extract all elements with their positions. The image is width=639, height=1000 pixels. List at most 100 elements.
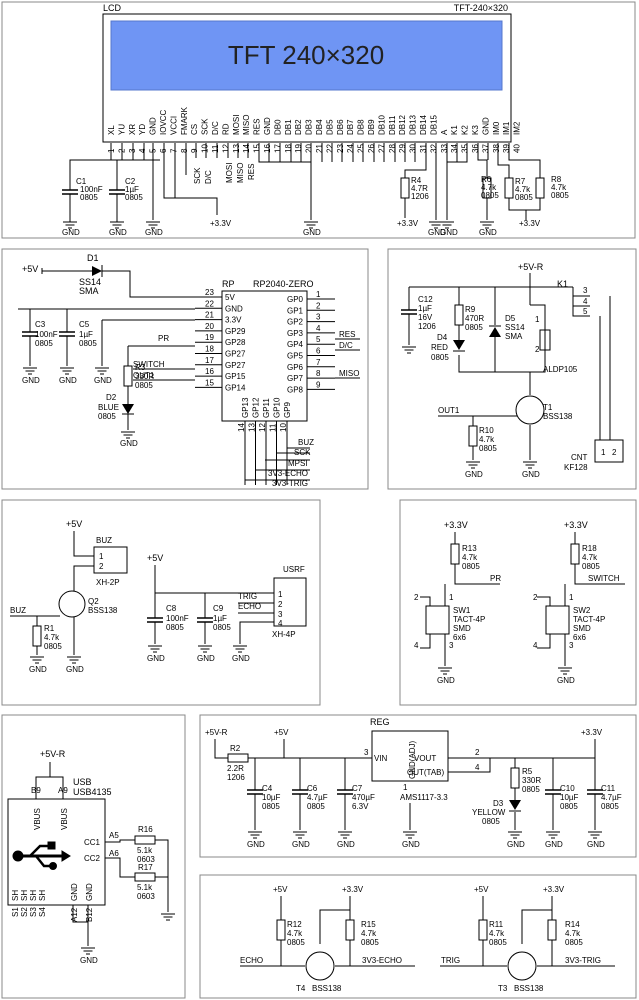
label: VOUT xyxy=(414,754,436,763)
lcd-pin-number: 12 xyxy=(221,144,230,153)
label: SMD xyxy=(453,624,471,633)
label: BUZ xyxy=(298,438,314,447)
lcd-pin-label: DB9 xyxy=(367,119,376,135)
mcu-right-pin-number: 5 xyxy=(316,335,321,344)
lcd-pin-label: IOVCC xyxy=(159,109,168,135)
switches-panel: +3.3V +3.3V R13 4.7k 0805 R18 4.7k 0805 … xyxy=(414,520,625,685)
label: 4.7µF xyxy=(601,793,622,802)
mcu-bottom-pin-number: 14 xyxy=(237,423,246,432)
label: 5.1k xyxy=(137,883,153,892)
lcd-pin-number: 34 xyxy=(450,144,459,153)
label: RED xyxy=(431,343,448,352)
label: GND xyxy=(66,665,84,674)
label: +5V-R xyxy=(40,749,66,759)
rp2040-body xyxy=(221,290,308,422)
label: 2 xyxy=(475,748,480,757)
regulator-panel: REG +5V-R +5V +3.3V R2 2. xyxy=(205,717,622,849)
label: 0805 xyxy=(135,381,153,390)
lcd-pins: XL1YU2XR3YD4GND5IOVCC6VCCI7FMARK8CS9SCK1… xyxy=(107,106,522,153)
label: 4.7k xyxy=(515,185,531,194)
label: 4.7k xyxy=(551,183,567,192)
lcd-33v-im: +3.3V xyxy=(519,219,541,228)
label: C11 xyxy=(601,784,616,793)
label: GND xyxy=(120,439,138,448)
label: 100nF xyxy=(166,614,189,623)
label: PR xyxy=(158,334,169,343)
label: +5V xyxy=(474,885,489,894)
mcu-left-pin-label: GP29 xyxy=(225,327,246,336)
lcd-pin-label: K1 xyxy=(450,125,459,135)
label: SCK xyxy=(294,448,311,457)
label: SH xyxy=(29,890,38,901)
lcd-pin-label: RES xyxy=(253,119,262,135)
lcd-pin-label: K3 xyxy=(471,125,480,135)
label: C10 xyxy=(560,784,575,793)
mcu-left-pin-label: GND xyxy=(225,304,243,313)
label: R14 xyxy=(565,920,580,929)
lcd-pin-number: 27 xyxy=(377,144,386,153)
lcd-screen-text: TFT 240×320 xyxy=(228,40,384,70)
label: SWITCH xyxy=(133,360,165,369)
label: CC2 xyxy=(84,854,101,863)
label: GND xyxy=(85,883,94,901)
label: GND xyxy=(94,376,112,385)
label: T1 xyxy=(543,403,553,412)
mcu-right-pin-label: GP7 xyxy=(287,374,304,383)
label: BLUE xyxy=(98,403,119,412)
label: 2 xyxy=(278,600,283,609)
label: SH xyxy=(11,890,20,901)
label: XH-4P xyxy=(272,630,296,639)
label: 0805 xyxy=(35,339,53,348)
label: T3 xyxy=(498,984,508,993)
label: 1 xyxy=(99,552,104,561)
mcu-left-pin-number: 21 xyxy=(205,311,214,320)
label: D2 xyxy=(106,393,117,402)
lcd-pin-number: 28 xyxy=(388,144,397,153)
label: T4 xyxy=(296,984,306,993)
lcd-pin-number: 29 xyxy=(398,144,407,153)
label: SMA xyxy=(505,332,523,341)
label: R15 xyxy=(361,920,376,929)
label: 4.7k xyxy=(481,183,497,192)
mcu-right-pin-label: GP4 xyxy=(287,340,304,349)
lcd-33v-vcc: +3.3V xyxy=(210,219,232,228)
net-res: RES xyxy=(247,164,256,180)
label: OUT1 xyxy=(133,371,155,380)
label: 470R xyxy=(465,314,484,323)
lcd-pin-number: 11 xyxy=(211,144,220,153)
label: TRIG xyxy=(238,592,257,601)
lcd-pin-label: XR xyxy=(128,124,137,135)
label: BSS138 xyxy=(514,984,544,993)
lcd-pin-label: VCCI xyxy=(169,116,178,135)
label: 0603 xyxy=(137,892,155,901)
r4-ref: R4 xyxy=(411,176,422,185)
label: GND xyxy=(29,665,47,674)
label: A12 xyxy=(70,907,79,922)
label: GND xyxy=(247,840,265,849)
label: K1 xyxy=(557,279,568,289)
lcd-pin-label: CS xyxy=(190,124,199,135)
mcu-right-pin-label: GP0 xyxy=(287,295,304,304)
shifters-panel: +5V +3.3V +5V +3.3V R12 4.7k 0805 R15 4.… xyxy=(240,885,615,993)
r4-pkg: 1206 xyxy=(411,192,429,201)
lcd-pin-number: 17 xyxy=(273,144,282,153)
label: GND xyxy=(437,676,455,685)
label: R3 xyxy=(135,363,146,372)
label: 1µF xyxy=(213,614,227,623)
label: 4.7k xyxy=(44,633,60,642)
mcu-right-pin-number: 1 xyxy=(316,290,321,299)
label: 0603 xyxy=(137,855,155,864)
label: 0805 xyxy=(307,802,325,811)
mcu-left-pin-label: GP27 xyxy=(225,361,246,370)
label: 5 xyxy=(583,307,588,316)
c1-pkg: 0805 xyxy=(80,193,98,202)
lcd-pin-number: 40 xyxy=(513,144,522,153)
lcd-pin-label: K2 xyxy=(461,125,470,135)
label: 0805 xyxy=(262,802,280,811)
label: 0805 xyxy=(582,562,600,571)
label: BUZ xyxy=(10,606,26,615)
label: R12 xyxy=(287,920,302,929)
lcd-pin-number: 16 xyxy=(263,144,272,153)
label: 4.7k xyxy=(565,929,581,938)
lcd-pin-label: DB1 xyxy=(284,119,293,135)
